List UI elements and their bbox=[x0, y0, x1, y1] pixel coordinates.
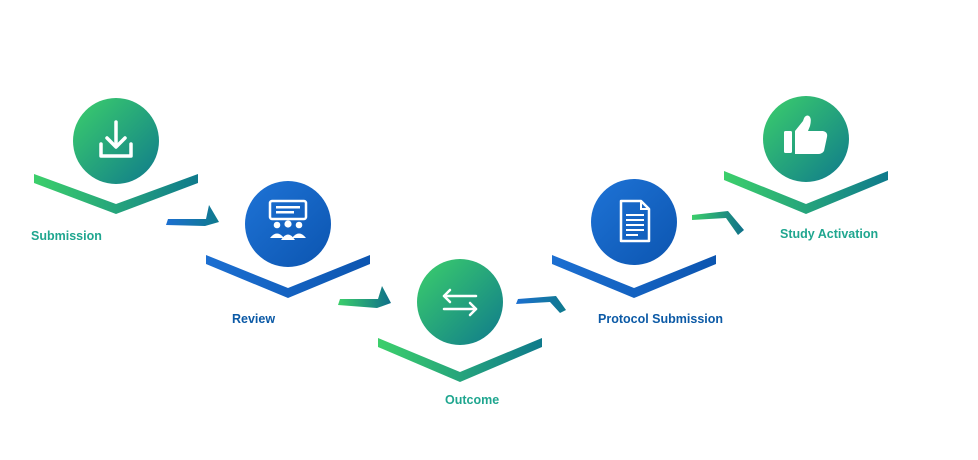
step-label-outcome: Outcome bbox=[445, 393, 500, 407]
thumbs-up-icon bbox=[784, 115, 828, 154]
step-circle bbox=[591, 179, 677, 265]
step-submission bbox=[34, 98, 198, 214]
step-review bbox=[206, 181, 370, 298]
chevron-base bbox=[378, 338, 542, 382]
connector-arrow-4 bbox=[692, 211, 744, 235]
chevron-base bbox=[552, 255, 716, 298]
connector-arrow-1 bbox=[166, 205, 219, 226]
step-outcome bbox=[378, 259, 542, 382]
document-icon bbox=[619, 199, 651, 243]
connector-arrow-3 bbox=[516, 296, 566, 313]
step-label-protocol-submission: Protocol Submission bbox=[598, 312, 724, 326]
chevron-base bbox=[724, 171, 888, 214]
chevron-base bbox=[34, 174, 198, 214]
step-protocol-submission bbox=[552, 179, 716, 298]
step-label-review: Review bbox=[232, 312, 276, 326]
meeting-presentation-icon bbox=[268, 199, 308, 240]
step-label-study-activation: Study Activation bbox=[780, 227, 879, 241]
step-study-activation bbox=[724, 96, 888, 214]
step-circle bbox=[417, 259, 503, 345]
chevron-base bbox=[206, 255, 370, 298]
download-icon bbox=[99, 120, 133, 158]
step-label-submission: Submission bbox=[31, 229, 102, 243]
exchange-arrows-icon bbox=[442, 288, 478, 317]
connector-arrow-2 bbox=[338, 286, 391, 308]
